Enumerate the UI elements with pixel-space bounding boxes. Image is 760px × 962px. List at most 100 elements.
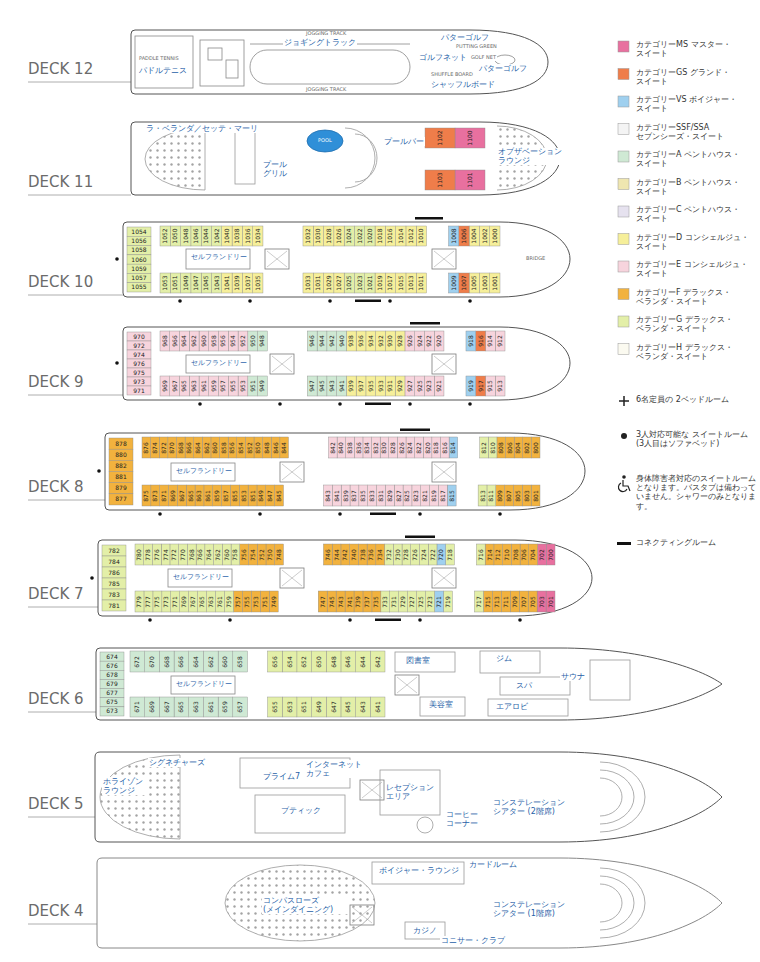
cabin-cell xyxy=(381,591,390,612)
cabin-number: 1053 xyxy=(162,275,168,290)
cabin-cell xyxy=(142,437,151,458)
area-label: ラ・ベランダ／セッテ・マーリ xyxy=(145,124,259,133)
cabin-cell xyxy=(487,485,496,506)
cabin-cell xyxy=(127,283,151,292)
cabin-number: 1031 xyxy=(315,275,321,290)
cabin-cell xyxy=(403,485,412,506)
cabin-cell xyxy=(159,437,168,458)
deck-label: DECK 5 xyxy=(28,796,84,813)
cabin-cell xyxy=(211,226,221,246)
area-label: セルフランドリー xyxy=(172,573,230,581)
cabin-cell xyxy=(238,331,248,351)
cabin-number: 1041 xyxy=(224,275,230,290)
cabin-cell xyxy=(399,591,408,612)
cabin-number: 664 xyxy=(193,656,199,667)
cabin-number: 770 xyxy=(180,549,186,560)
cabin-number: 679 xyxy=(106,681,117,687)
cabin-cell xyxy=(376,331,386,351)
cabin-number: 768 xyxy=(189,549,195,560)
cabin-cell xyxy=(341,697,356,717)
cabin-number: 863 xyxy=(196,490,202,501)
cabin-cell xyxy=(366,331,376,351)
cabin-cell xyxy=(135,544,144,565)
legend-text: カテゴリーC ペントハウス・スイート xyxy=(636,205,756,223)
cabin-cell xyxy=(248,376,258,396)
cabin-cell xyxy=(202,437,211,458)
cabin-number: 783 xyxy=(108,592,119,598)
cabin-number: 847 xyxy=(267,490,273,501)
cabin-cell xyxy=(396,273,406,293)
cabin-number: 713 xyxy=(494,596,500,607)
cabin-cell xyxy=(127,377,151,386)
cabin-number: 748 xyxy=(276,549,282,560)
cabin-cell xyxy=(385,226,395,246)
cabin-cell xyxy=(239,485,248,506)
cabin-number: 853 xyxy=(241,490,247,501)
cabin-number: 944 xyxy=(319,335,325,346)
cabin-number: 855 xyxy=(232,490,238,501)
cabin-cell xyxy=(191,273,201,293)
cabin-cell xyxy=(363,591,372,612)
cabin-number: 973 xyxy=(133,379,144,385)
cabin-number: 738 xyxy=(360,549,366,560)
cabin-number: 665 xyxy=(178,701,184,712)
cabin-number: 711 xyxy=(503,596,509,607)
cabin-number: 785 xyxy=(108,581,119,587)
cabin-cell xyxy=(415,437,424,458)
cabin-cell xyxy=(307,376,317,396)
cabin-number: 1005 xyxy=(471,275,477,290)
cabin-number: 958 xyxy=(211,335,217,346)
cabin-number: 961 xyxy=(201,380,207,391)
cabin-cell xyxy=(346,376,356,396)
cabin-cell xyxy=(260,591,269,612)
cabin-number: 716 xyxy=(478,549,484,560)
legend-text: カテゴリーVS ボイジャー・スイート xyxy=(636,95,756,113)
cabin-number: 651 xyxy=(301,701,307,712)
cabin-cell xyxy=(375,273,385,293)
cabin-cell xyxy=(402,544,411,565)
cabin-cell xyxy=(317,331,327,351)
cabin-cell xyxy=(345,591,354,612)
cabin-number: 1002 xyxy=(482,228,488,243)
cabin-cell xyxy=(408,591,417,612)
cabin-cell xyxy=(159,697,174,717)
cabin-number: 914 xyxy=(487,335,493,346)
deck-label: DECK 7 xyxy=(28,586,84,603)
area-label: プライム7 xyxy=(262,772,301,781)
cabin-cell xyxy=(356,331,366,351)
cabin-cell xyxy=(127,255,151,264)
cabin-cell xyxy=(346,437,355,458)
area-label-en: GOLF NET xyxy=(470,55,497,61)
cabin-cell xyxy=(546,591,555,612)
cabin-cell xyxy=(180,331,190,351)
cabin-number: 964 xyxy=(181,335,187,346)
cabin-cell xyxy=(209,376,219,396)
cabin-number: 723 xyxy=(427,596,433,607)
cabin-cell xyxy=(203,651,218,672)
cabin-cell xyxy=(538,544,547,565)
cabin-cell xyxy=(412,485,421,506)
cabin-cell xyxy=(323,485,332,506)
cabin-cell xyxy=(337,437,346,458)
cabin-number: 859 xyxy=(214,490,220,501)
cabin-number: 754 xyxy=(250,549,256,560)
cabin-cell xyxy=(303,226,313,246)
cabin-number: 729 xyxy=(400,596,406,607)
cabin-number: 805 xyxy=(515,490,521,501)
cabin-number: 972 xyxy=(133,343,144,349)
cabin-cell xyxy=(127,368,151,377)
cabin-number: 718 xyxy=(447,549,453,560)
area-label: プール グリル xyxy=(262,160,290,178)
cabin-cell xyxy=(437,544,446,565)
area-label: コンステレーション シアター (1階席) xyxy=(492,900,570,918)
cabin-cell xyxy=(323,544,332,565)
cabin-number: 1103 xyxy=(437,172,443,187)
cabin-cell xyxy=(196,544,205,565)
legend-text: カテゴリーB ペントハウス・スイート xyxy=(636,178,756,196)
cabin-number: 714 xyxy=(487,549,493,560)
deck-label: DECK 11 xyxy=(28,174,93,191)
cabin-cell xyxy=(432,437,441,458)
cabin-cell xyxy=(168,437,177,458)
cabin-cell xyxy=(377,485,386,506)
cabin-number: 950 xyxy=(250,335,256,346)
